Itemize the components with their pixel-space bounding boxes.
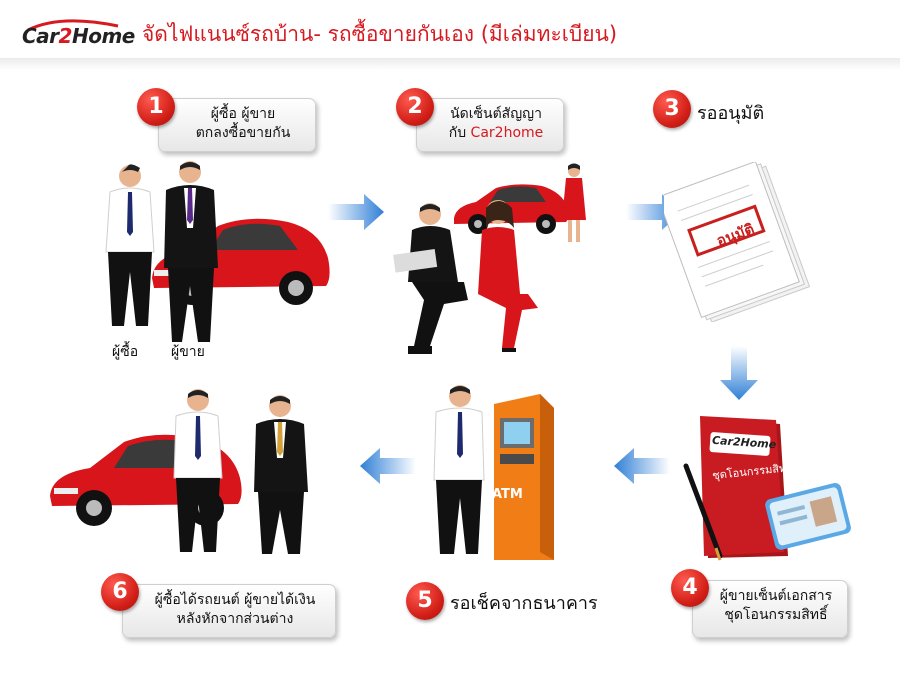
step-4-line2: ชุดโอนกรรมสิทธิ์ bbox=[724, 607, 828, 623]
step-2-line2: กับ Car2home bbox=[448, 125, 544, 141]
buyer-figure bbox=[173, 389, 223, 552]
atm-machine-illustration bbox=[494, 394, 554, 560]
step-6-line1: ผู้ซื้อได้รถยนต์ ผู้ขายได้เงิน bbox=[154, 592, 316, 608]
header-divider bbox=[0, 58, 900, 70]
man-reading-figure bbox=[393, 203, 468, 354]
seller-caption: ผู้ขาย bbox=[171, 344, 205, 360]
step-1-line2: ตกลงซื้อขายกัน bbox=[195, 125, 291, 141]
arrow-left-icon bbox=[614, 448, 670, 484]
step-5-label: รอเช็คจากธนาคาร bbox=[450, 593, 598, 614]
step-6-badge: 6 bbox=[101, 573, 139, 611]
page-title: จัดไฟแนนซ์รถบ้าน- รถซื้อขายกันเอง (มีเล่… bbox=[142, 22, 618, 46]
logo-swoosh bbox=[27, 19, 119, 32]
step-2-box: นัดเซ็นต์สัญญา กับ Car2home bbox=[416, 98, 564, 152]
logo-text: Car2Home bbox=[22, 24, 135, 48]
seated-woman-figure bbox=[478, 200, 538, 352]
small-red-car-illustration bbox=[454, 184, 569, 234]
buyer-figure bbox=[105, 164, 155, 326]
car2home-logo: Car2Home bbox=[20, 16, 135, 50]
arrow-left-icon bbox=[360, 448, 416, 484]
step-6-line2: หลังหักจากส่วนต่าง bbox=[176, 611, 294, 627]
step-3-label: รออนุมัติ bbox=[697, 103, 765, 124]
atm-label: ATM bbox=[492, 487, 523, 502]
step-4-line1: ผู้ขายเซ็นต์เอกสาร bbox=[719, 588, 833, 604]
step-2-badge: 2 bbox=[396, 88, 434, 126]
arrow-right-icon bbox=[328, 194, 384, 230]
step-4-box: ผู้ขายเซ็นต์เอกสาร ชุดโอนกรรมสิทธิ์ bbox=[692, 580, 848, 638]
step-1-badge: 1 bbox=[137, 88, 175, 126]
step-1-line1: ผู้ซื้อ ผู้ขาย bbox=[210, 106, 276, 122]
man-at-atm-figure bbox=[433, 385, 485, 554]
step-1-box: ผู้ซื้อ ผู้ขาย ตกลงซื้อขายกัน bbox=[158, 98, 316, 152]
seller-figure bbox=[164, 161, 218, 342]
approved-documents-illustration bbox=[664, 162, 811, 322]
seller-figure bbox=[254, 395, 308, 554]
buyer-caption: ผู้ซื้อ bbox=[112, 344, 139, 360]
step-4-badge: 4 bbox=[671, 569, 709, 607]
standing-woman-figure bbox=[562, 163, 586, 242]
step-6-box: ผู้ซื้อได้รถยนต์ ผู้ขายได้เงิน หลังหักจา… bbox=[122, 584, 336, 638]
step-2-brand: Car2home bbox=[470, 125, 544, 141]
arrow-down-icon bbox=[720, 346, 758, 400]
step-5-badge: 5 bbox=[406, 582, 444, 620]
ownership-transfer-folder-illustration bbox=[683, 416, 851, 561]
step-2-line1: นัดเซ็นต์สัญญา bbox=[450, 106, 542, 122]
step-3-badge: 3 bbox=[653, 90, 691, 128]
